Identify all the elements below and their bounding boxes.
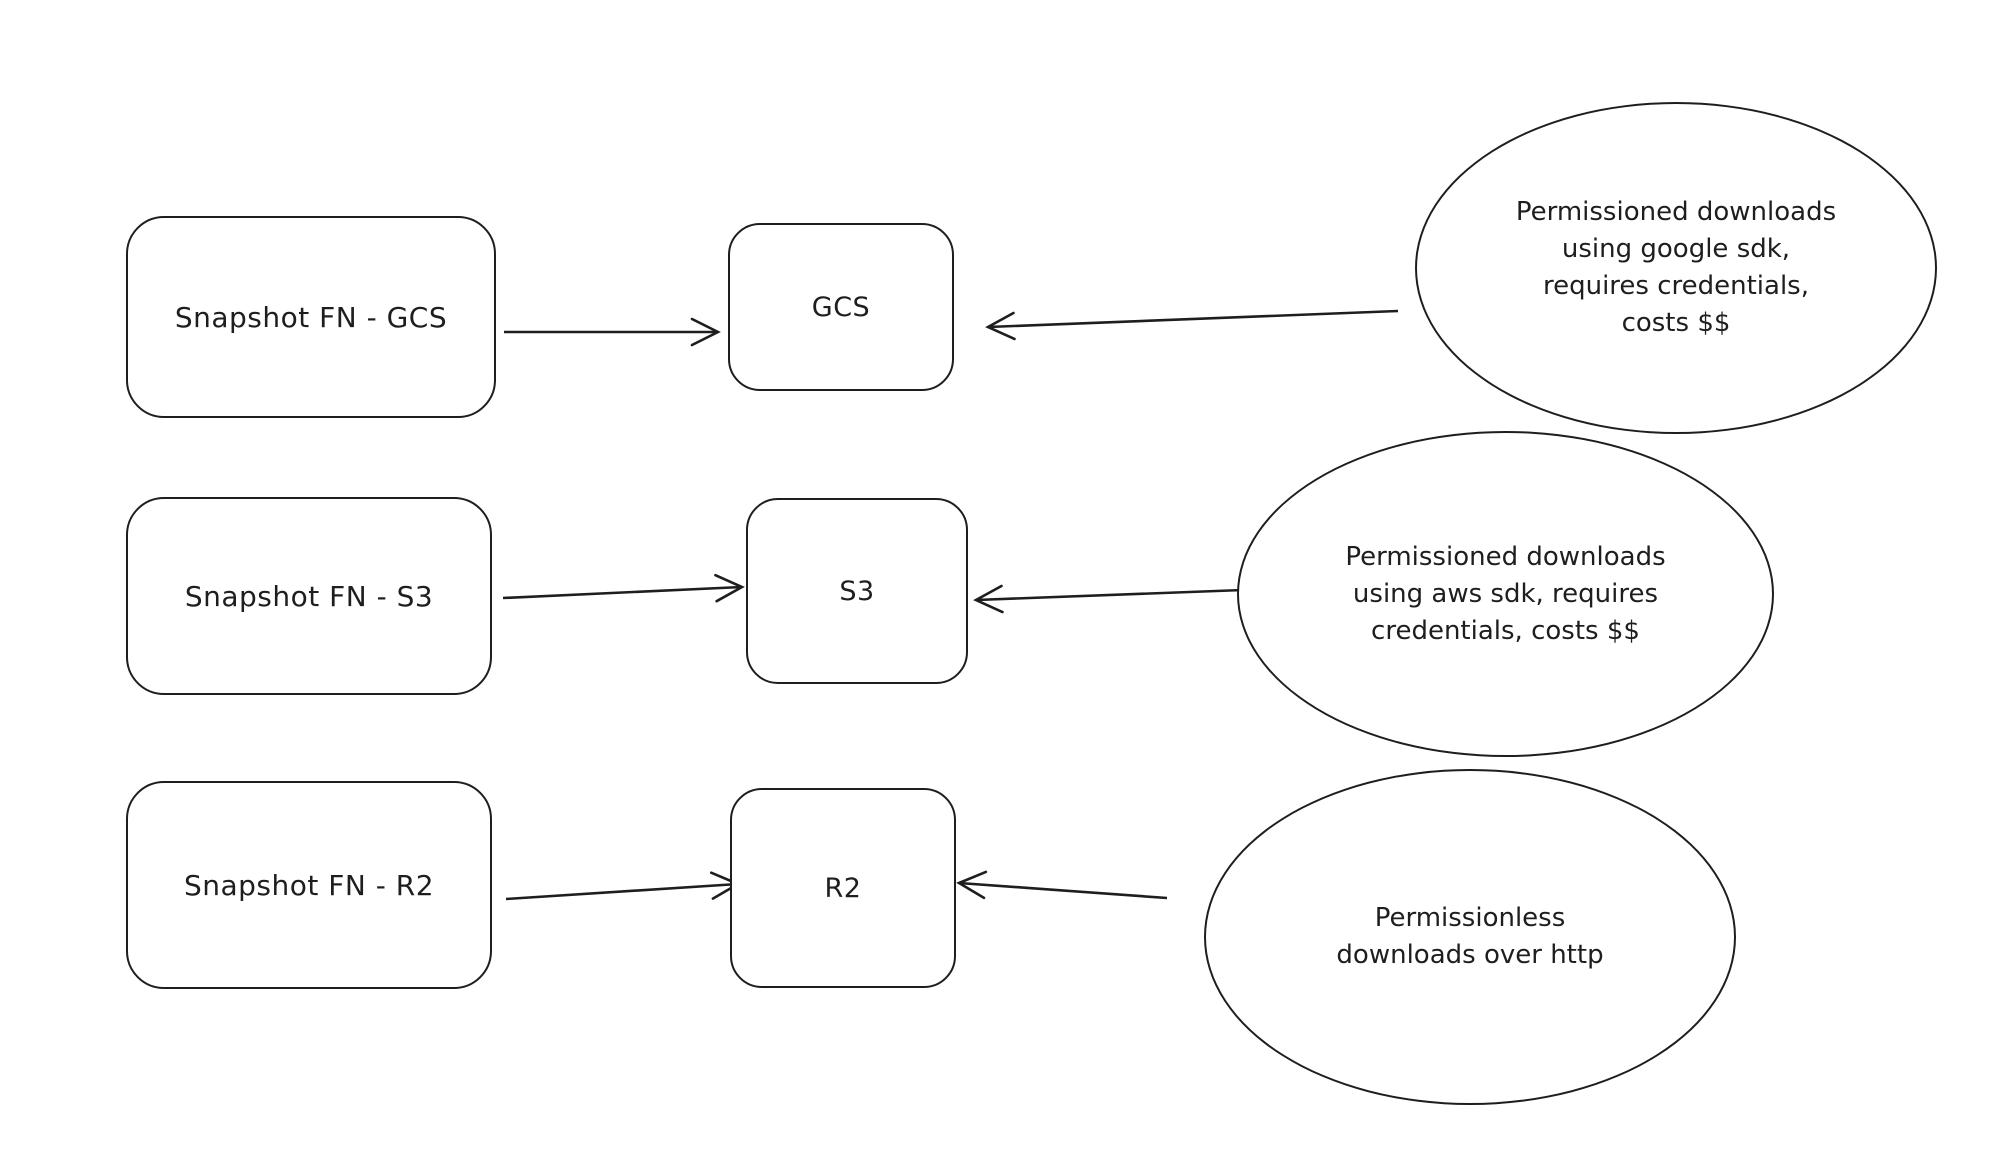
note-ellipse-r2-text: Permissionless downloads over http: [1336, 900, 1603, 974]
note-ellipse-gcs[interactable]: Permissioned downloads using google sdk,…: [1415, 102, 1937, 434]
note-ellipse-s3[interactable]: Permissioned downloads using aws sdk, re…: [1237, 431, 1774, 757]
node-r2-label: R2: [824, 872, 862, 904]
node-s3-label: S3: [839, 575, 875, 607]
note-line: downloads over http: [1336, 940, 1604, 970]
node-snapshot-fn-s3[interactable]: Snapshot FN - S3: [126, 497, 492, 695]
node-gcs-label: GCS: [811, 291, 871, 323]
node-r2[interactable]: R2: [730, 788, 956, 988]
arrow-snapshot-to-s3[interactable]: [502, 573, 745, 603]
node-snapshot-fn-gcs-label: Snapshot FN - GCS: [174, 300, 448, 334]
note-line: credentials, costs $$: [1371, 615, 1640, 646]
note-line: requires credentials,: [1542, 271, 1809, 301]
node-s3[interactable]: S3: [746, 498, 968, 684]
note-ellipse-r2[interactable]: Permissionless downloads over http: [1204, 769, 1736, 1105]
node-snapshot-fn-gcs[interactable]: Snapshot FN - GCS: [126, 216, 496, 418]
note-line: using google sdk,: [1561, 234, 1791, 264]
note-line: Permissioned downloads: [1515, 197, 1837, 227]
note-line: costs $$: [1621, 308, 1731, 338]
node-gcs[interactable]: GCS: [728, 223, 954, 391]
note-ellipse-gcs-text: Permissioned downloads using google sdk,…: [1516, 194, 1836, 342]
arrow-note-to-s3[interactable]: [973, 584, 1244, 614]
note-ellipse-s3-text: Permissioned downloads using aws sdk, re…: [1345, 539, 1665, 650]
arrow-note-to-r2[interactable]: [956, 870, 1168, 900]
note-line: using aws sdk, requires: [1352, 578, 1659, 609]
note-line: Permissioned downloads: [1345, 541, 1666, 572]
node-snapshot-fn-s3-label: Snapshot FN - S3: [184, 579, 434, 613]
arrow-snapshot-to-r2[interactable]: [505, 871, 741, 901]
node-snapshot-fn-r2[interactable]: Snapshot FN - R2: [126, 781, 492, 989]
note-line: Permissionless: [1374, 903, 1566, 933]
node-snapshot-fn-r2-label: Snapshot FN - R2: [183, 868, 435, 902]
arrow-note-to-gcs[interactable]: [985, 309, 1399, 341]
